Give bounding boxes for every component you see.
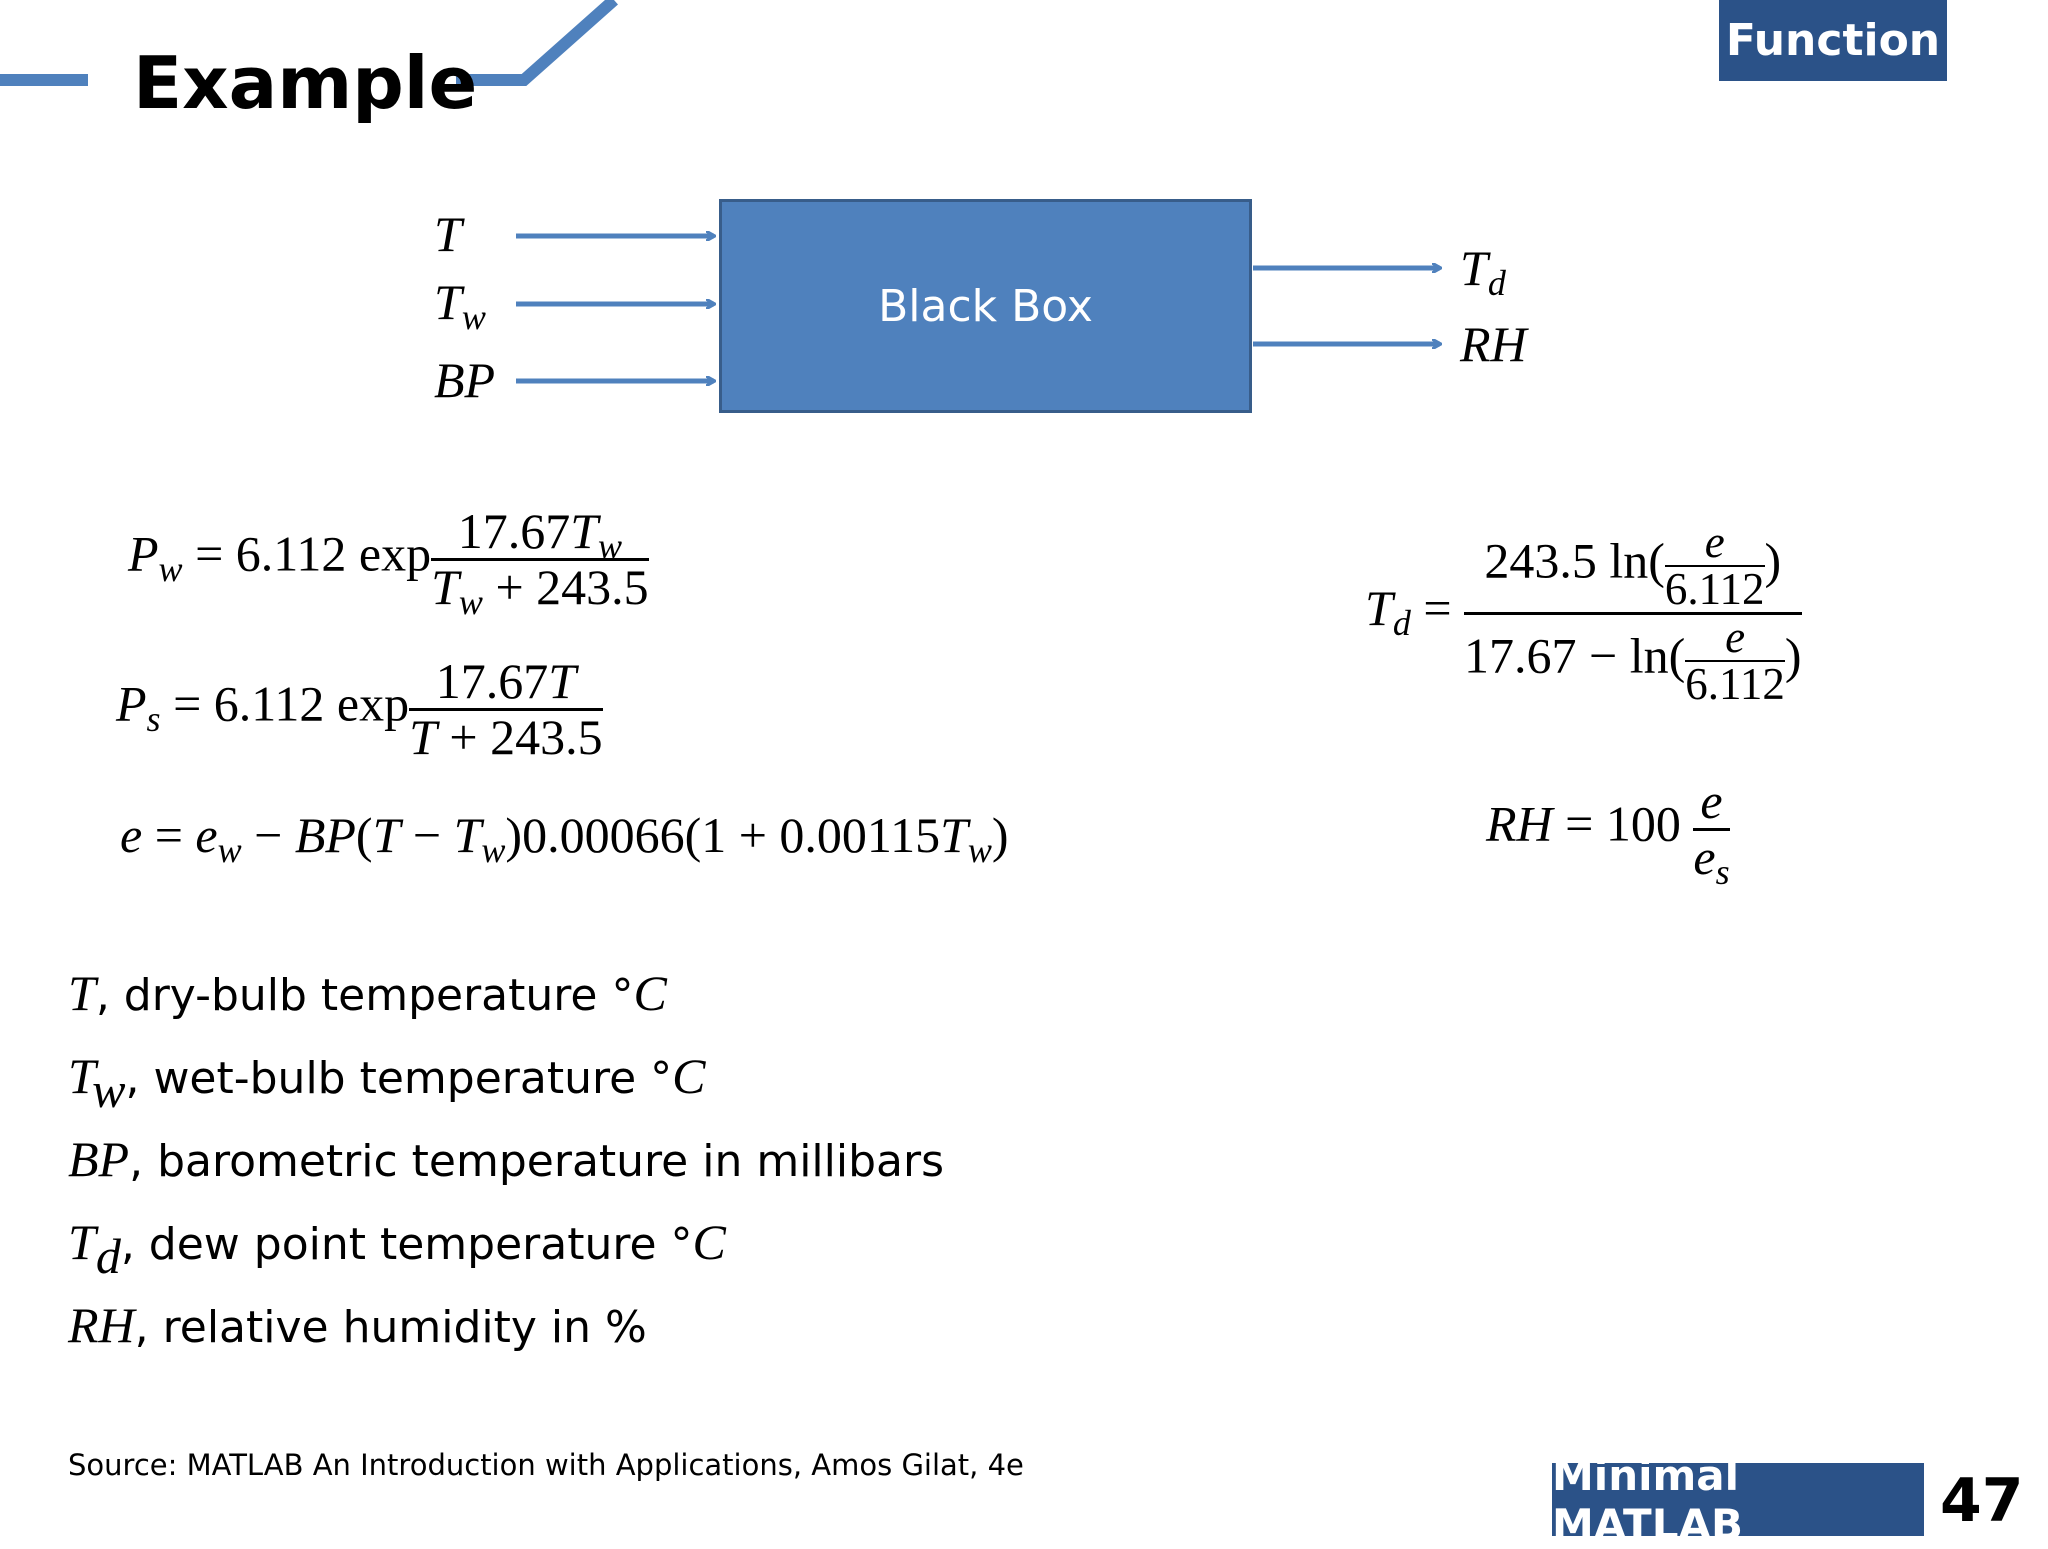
course-badge: Minimal MATLAB	[1552, 1451, 1924, 1549]
definition-bp: BP, barometric temperature in millibars	[68, 1131, 944, 1187]
input-label-tw: Tw	[434, 274, 486, 338]
page-title: Example	[133, 41, 478, 125]
equation-rh: RH = 100 e es	[1486, 773, 1730, 892]
section-badge: Function	[1719, 0, 1947, 81]
input-label-t: T	[434, 206, 462, 262]
rh-fraction: e es	[1693, 773, 1730, 892]
header-right-rule	[456, 0, 618, 86]
black-box: Black Box	[719, 199, 1252, 413]
definition-tw: Tw, wet-bulb temperature °C	[68, 1048, 706, 1118]
definition-rh: RH, relative humidity in %	[68, 1297, 647, 1353]
black-box-label: Black Box	[878, 280, 1093, 332]
ps-fraction: 17.67T T + 243.5	[409, 653, 603, 765]
equation-ps: Ps = 6.112 exp 17.67T T + 243.5	[116, 653, 603, 765]
output-label-td: Td	[1460, 240, 1506, 304]
input-label-bp: BP	[434, 352, 496, 408]
output-label-rh: RH	[1460, 316, 1527, 372]
equation-e: e = ew − BP(T − Tw)0.00066(1 + 0.00115Tw…	[120, 807, 1009, 871]
diagram-arrows	[516, 0, 1500, 420]
equation-pw: Pw = 6.112 exp 17.67Tw Tw + 243.5	[128, 503, 649, 622]
header-decoration	[0, 0, 618, 86]
page-number: 47	[1940, 1466, 2024, 1536]
definition-t: T, dry-bulb temperature °C	[68, 965, 667, 1021]
definition-td: Td, dew point temperature °C	[68, 1214, 726, 1284]
source-citation: Source: MATLAB An Introduction with Appl…	[68, 1448, 1024, 1482]
pw-fraction: 17.67Tw Tw + 243.5	[431, 503, 649, 622]
